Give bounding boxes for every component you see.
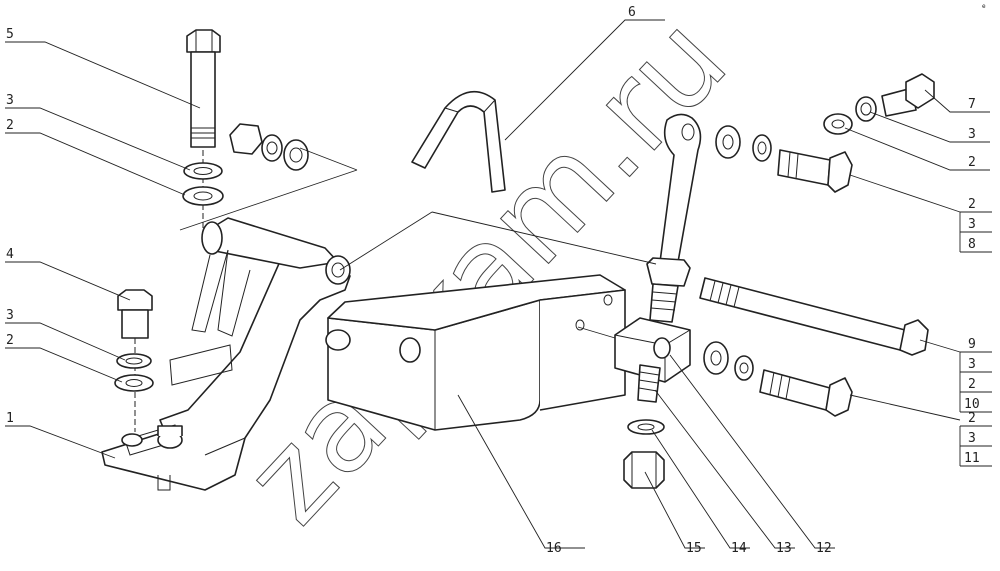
- stack-item: 9: [968, 337, 976, 352]
- callout-4: 4: [6, 247, 14, 262]
- callout-6: 6: [628, 5, 636, 20]
- callout-2: 2: [6, 333, 14, 348]
- part-3-spring-washer-top: [183, 162, 223, 180]
- part-15-nut: [623, 451, 665, 489]
- callout-5: 5: [6, 27, 14, 42]
- stack-item: 3: [968, 217, 976, 232]
- callout-2: 2: [968, 155, 976, 170]
- callout-stack-8: 2 3 8: [959, 197, 992, 253]
- part-2-flat-washer-right: [823, 113, 853, 135]
- stack-item: 3: [968, 431, 976, 446]
- callout-12: 12: [816, 541, 832, 556]
- stack-item: 8: [968, 237, 976, 252]
- part-9-bolt: [699, 277, 929, 356]
- part-7-bolt: [881, 73, 935, 117]
- stack-item: 2: [968, 411, 976, 426]
- part-14-washer: [627, 419, 665, 435]
- callout-14: 14: [731, 541, 747, 556]
- callout-3: 3: [968, 127, 976, 142]
- part-3-spring-washer-right: [855, 96, 877, 122]
- leader-lines: [5, 19, 990, 549]
- stack-item: 10: [964, 397, 980, 412]
- callout-stack-11: 2 3 11: [959, 411, 992, 467]
- callout-7: 7: [968, 97, 976, 112]
- nut-and-washers-upper-left: [229, 123, 309, 171]
- part-1-bracket: [101, 217, 351, 491]
- part-16-block: [325, 274, 626, 431]
- part-6-clip: [411, 90, 506, 193]
- linkage-rod: [646, 113, 702, 323]
- stack-item: 3: [968, 357, 976, 372]
- washers-upper-right: [715, 125, 772, 162]
- callout-3: 3: [6, 308, 14, 323]
- stack-item: 2: [968, 377, 976, 392]
- callout-stack-9: 9 3 2 10: [959, 337, 992, 413]
- callout-3: 3: [6, 93, 14, 108]
- callout-1: 1: [6, 411, 14, 426]
- part-5-bolt: [186, 29, 221, 228]
- callout-16: 16: [546, 541, 562, 556]
- callout-labels: 5 3 2 4 3 2 1 6 7 3 2 16 15 14 13 12 e: [6, 3, 986, 556]
- corner-mark: e: [982, 3, 986, 10]
- part-8-bolt: [777, 149, 853, 193]
- part-11-bolt: [759, 369, 853, 417]
- part-2-flat-washer-top: [182, 186, 224, 206]
- callout-15: 15: [686, 541, 702, 556]
- washers-lower-right: [703, 341, 754, 381]
- stack-item: 2: [968, 197, 976, 212]
- callout-2: 2: [6, 118, 14, 133]
- part-12-block: [614, 317, 691, 403]
- part-3-spring-washer-left: [116, 353, 152, 369]
- stack-item: 11: [964, 451, 980, 466]
- callout-13: 13: [776, 541, 792, 556]
- part-2-flat-washer-left: [114, 374, 154, 392]
